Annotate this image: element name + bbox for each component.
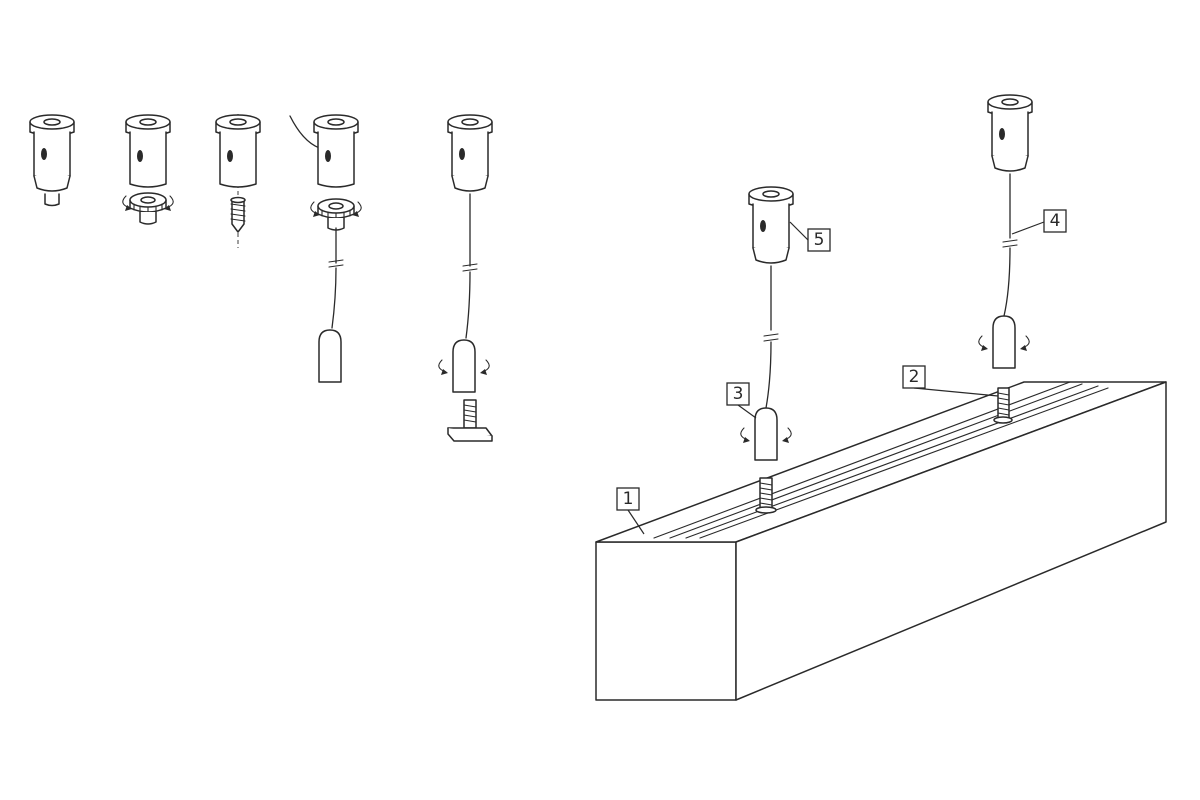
- svg-text:2: 2: [909, 367, 920, 387]
- threaded-stud-near: [755, 477, 777, 514]
- svg-text:5: 5: [814, 230, 825, 250]
- callout-5: 5: [789, 221, 831, 252]
- step-5-attach-gripper: [438, 114, 493, 442]
- svg-text:4: 4: [1050, 211, 1061, 231]
- callout-4: 4: [1011, 209, 1067, 235]
- suspension-near: [740, 186, 794, 461]
- callout-3: 3: [726, 382, 757, 419]
- luminaire-body: [595, 381, 1167, 701]
- step-4-thread-cable: [289, 114, 362, 383]
- step-1-canopy: [29, 114, 75, 207]
- callout-1: 1: [616, 487, 645, 535]
- step-3-ceiling-screw: [215, 114, 261, 248]
- suspension-far: [978, 94, 1033, 369]
- svg-text:3: 3: [733, 384, 744, 404]
- step-2-unscrew-nut: [122, 114, 174, 225]
- threaded-stud-far: [993, 387, 1013, 424]
- callout-2: 2: [902, 365, 999, 397]
- svg-text:1: 1: [623, 489, 634, 509]
